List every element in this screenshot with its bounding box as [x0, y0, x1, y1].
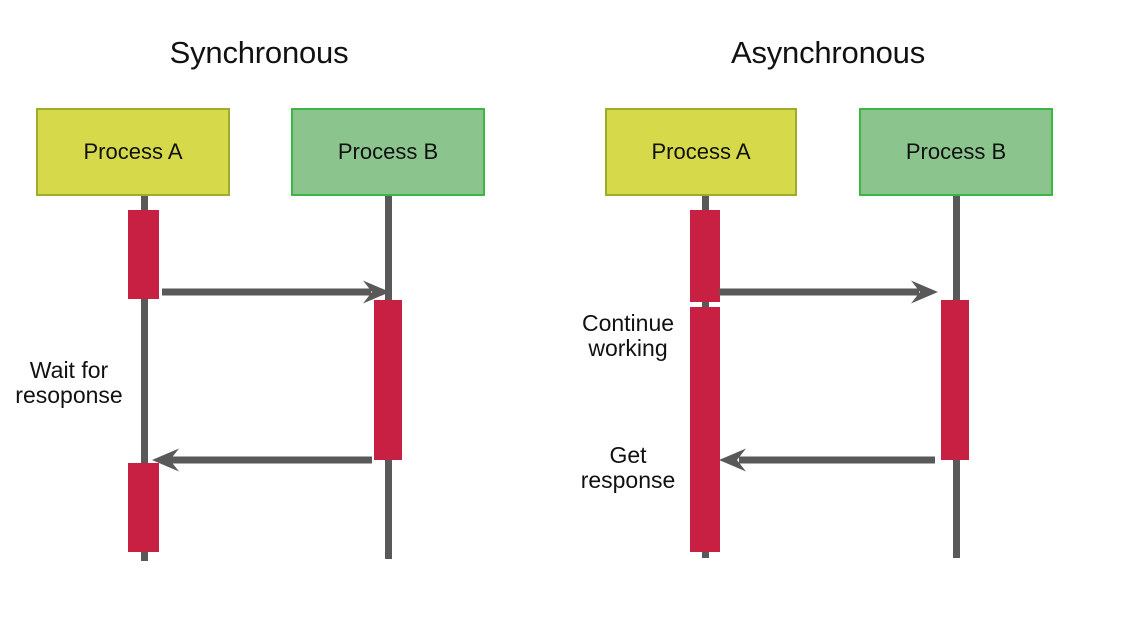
async-get-response-label-line1: Get — [609, 442, 647, 468]
async-continue-label-line1: Continue — [581, 310, 675, 336]
async-process-a-box: Process A — [605, 108, 797, 196]
sync-return-arrow-icon — [152, 448, 372, 472]
sync-wait-label-line2: resoponse — [15, 382, 123, 408]
async-continue-label: Continue working — [568, 311, 688, 361]
sync-process-a-label: Process A — [83, 139, 183, 164]
async-process-a-activation-bar-2 — [690, 307, 720, 552]
sync-process-b-label: Process B — [337, 139, 439, 164]
async-continue-label-line2: working — [588, 335, 668, 361]
async-process-b-box: Process B — [859, 108, 1053, 196]
sync-title: Synchronous — [169, 35, 349, 70]
sync-call-arrow-icon — [162, 280, 390, 304]
async-process-b-activation-bar — [941, 300, 969, 460]
async-title: Asynchronous — [730, 35, 926, 70]
sync-process-a-activation-bar-1 — [128, 210, 159, 299]
sync-process-a-lifeline — [141, 196, 148, 561]
async-process-a-activation-bar-1 — [690, 210, 720, 302]
async-get-response-label-line2: response — [580, 467, 676, 493]
async-get-response-label: Get response — [568, 443, 688, 493]
async-call-arrow-icon — [719, 280, 938, 304]
async-process-b-label: Process B — [905, 139, 1007, 164]
sync-process-b-activation-bar — [374, 300, 402, 460]
sync-wait-label-line1: Wait for — [29, 357, 109, 383]
async-return-arrow-icon — [719, 448, 935, 472]
sync-wait-label: Wait for resoponse — [9, 358, 129, 408]
sync-process-a-box: Process A — [36, 108, 230, 196]
async-process-a-label: Process A — [651, 139, 751, 164]
sync-process-b-box: Process B — [291, 108, 485, 196]
sync-process-a-activation-bar-2 — [128, 463, 159, 552]
